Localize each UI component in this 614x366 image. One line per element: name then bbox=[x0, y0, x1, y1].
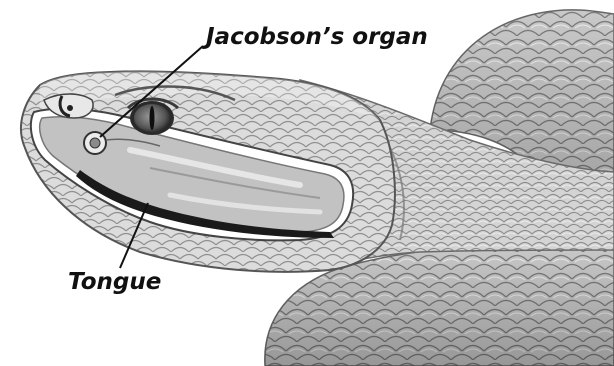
jacobsons-organ-label: Jacobson’s organ bbox=[206, 26, 428, 49]
tongue-label: Tongue bbox=[68, 271, 161, 294]
